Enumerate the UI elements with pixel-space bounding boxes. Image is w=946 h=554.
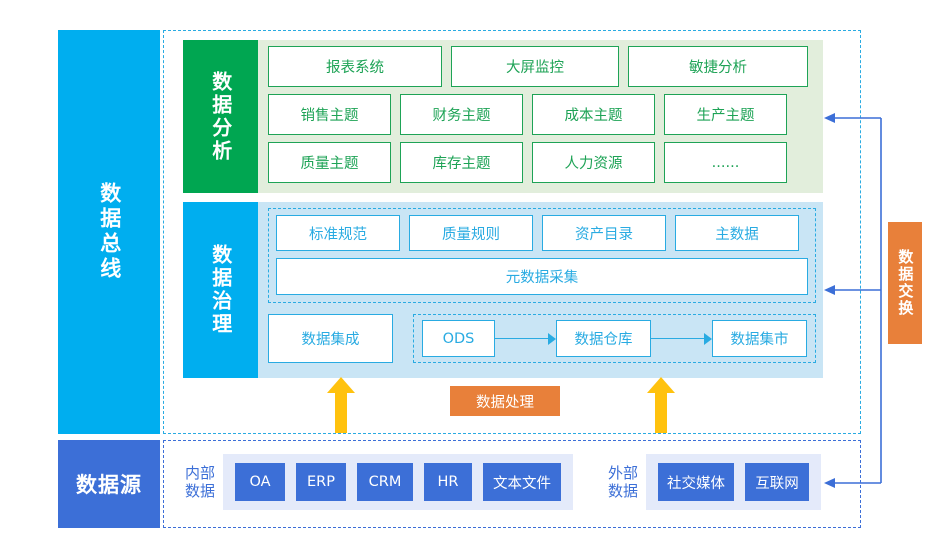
internal-data-label: 内部 数据 (184, 463, 215, 500)
arrow-warehouse-to-mart-icon (651, 332, 712, 346)
data-exchange-label: 数据交换 (896, 249, 915, 317)
governance-standards-row: 标准规范 质量规则 资产目录 主数据 (276, 215, 808, 251)
analysis-box-cost-topic[interactable]: 成本主题 (532, 94, 655, 135)
source-chip-text-file[interactable]: 文本文件 (483, 463, 561, 501)
gov-box-metadata-collection[interactable]: 元数据采集 (276, 258, 808, 295)
analysis-box-big-screen-monitor[interactable]: 大屏监控 (451, 46, 619, 87)
analysis-box-quality-topic[interactable]: 质量主题 (268, 142, 391, 183)
data-exchange-rail: 数据交换 (888, 222, 922, 344)
external-data-group: 外部 数据 社交媒体 互联网 (600, 450, 852, 514)
source-chip-oa[interactable]: OA (235, 463, 285, 501)
data-analysis-label: 数据分析 (208, 70, 233, 163)
data-governance-label: 数据治理 (208, 244, 233, 336)
source-chip-crm[interactable]: CRM (357, 463, 413, 501)
analysis-box-human-resources[interactable]: 人力资源 (532, 142, 655, 183)
source-chip-internet[interactable]: 互联网 (745, 463, 809, 501)
analysis-box-agile-analysis[interactable]: 敏捷分析 (628, 46, 808, 87)
gov-box-master-data[interactable]: 主数据 (675, 215, 799, 251)
gov-box-data-mart[interactable]: 数据集市 (712, 320, 807, 357)
gov-box-data-integration[interactable]: 数据集成 (268, 314, 393, 363)
data-governance-boxes: 标准规范 质量规则 资产目录 主数据 元数据采集 数据集成 ODS 数据仓库 数… (268, 208, 816, 372)
up-arrow-icon-left (327, 377, 355, 433)
gov-box-data-warehouse[interactable]: 数据仓库 (556, 320, 651, 357)
analysis-box-sales-topic[interactable]: 销售主题 (268, 94, 391, 135)
analysis-box-production-topic[interactable]: 生产主题 (664, 94, 787, 135)
data-source-region-outline (163, 440, 861, 528)
gov-box-asset-catalog[interactable]: 资产目录 (542, 215, 666, 251)
data-analysis-boxes: 报表系统 大屏监控 敏捷分析 销售主题 财务主题 成本主题 生产主题 质量主题 … (268, 46, 816, 187)
analysis-box-more-ellipsis[interactable]: ...... (664, 142, 787, 183)
data-processing-label: 数据处理 (476, 394, 534, 411)
source-chip-hr[interactable]: HR (424, 463, 472, 501)
warehouse-chain-outline: ODS 数据仓库 数据集市 (413, 314, 816, 363)
source-chip-social-media[interactable]: 社交媒体 (658, 463, 734, 501)
metadata-group-outline: 标准规范 质量规则 资产目录 主数据 元数据采集 (268, 208, 816, 303)
internal-data-group: 内部 数据 OA ERP CRM HR 文本文件 (177, 450, 597, 514)
platform-region-outline (163, 30, 861, 434)
arrow-ods-to-warehouse-icon (495, 332, 556, 346)
gov-box-ods[interactable]: ODS (422, 320, 495, 357)
analysis-row-1: 报表系统 大屏监控 敏捷分析 (268, 46, 816, 87)
data-source-label: 数据源 (76, 473, 142, 497)
external-data-tray: 社交媒体 互联网 (646, 454, 821, 510)
analysis-box-report-system[interactable]: 报表系统 (268, 46, 442, 87)
governance-flow-row: 数据集成 ODS 数据仓库 数据集市 (268, 314, 816, 363)
gov-box-standard-spec[interactable]: 标准规范 (276, 215, 400, 251)
analysis-row-2: 销售主题 财务主题 成本主题 生产主题 (268, 94, 816, 135)
data-analysis-label-block: 数据分析 (183, 40, 258, 193)
data-bus-label: 数据总线 (97, 182, 122, 282)
gov-box-quality-rules[interactable]: 质量规则 (409, 215, 533, 251)
analysis-box-inventory-topic[interactable]: 库存主题 (400, 142, 523, 183)
up-arrow-icon-right (647, 377, 675, 433)
analysis-row-3: 质量主题 库存主题 人力资源 ...... (268, 142, 816, 183)
data-governance-label-block: 数据治理 (183, 202, 258, 378)
data-source-rail: 数据源 (58, 440, 160, 528)
data-processing-badge: 数据处理 (450, 386, 560, 416)
internal-data-tray: OA ERP CRM HR 文本文件 (223, 454, 573, 510)
analysis-box-finance-topic[interactable]: 财务主题 (400, 94, 523, 135)
source-chip-erp[interactable]: ERP (296, 463, 346, 501)
data-bus-rail: 数据总线 (58, 30, 160, 434)
external-data-label: 外部 数据 (607, 463, 638, 500)
